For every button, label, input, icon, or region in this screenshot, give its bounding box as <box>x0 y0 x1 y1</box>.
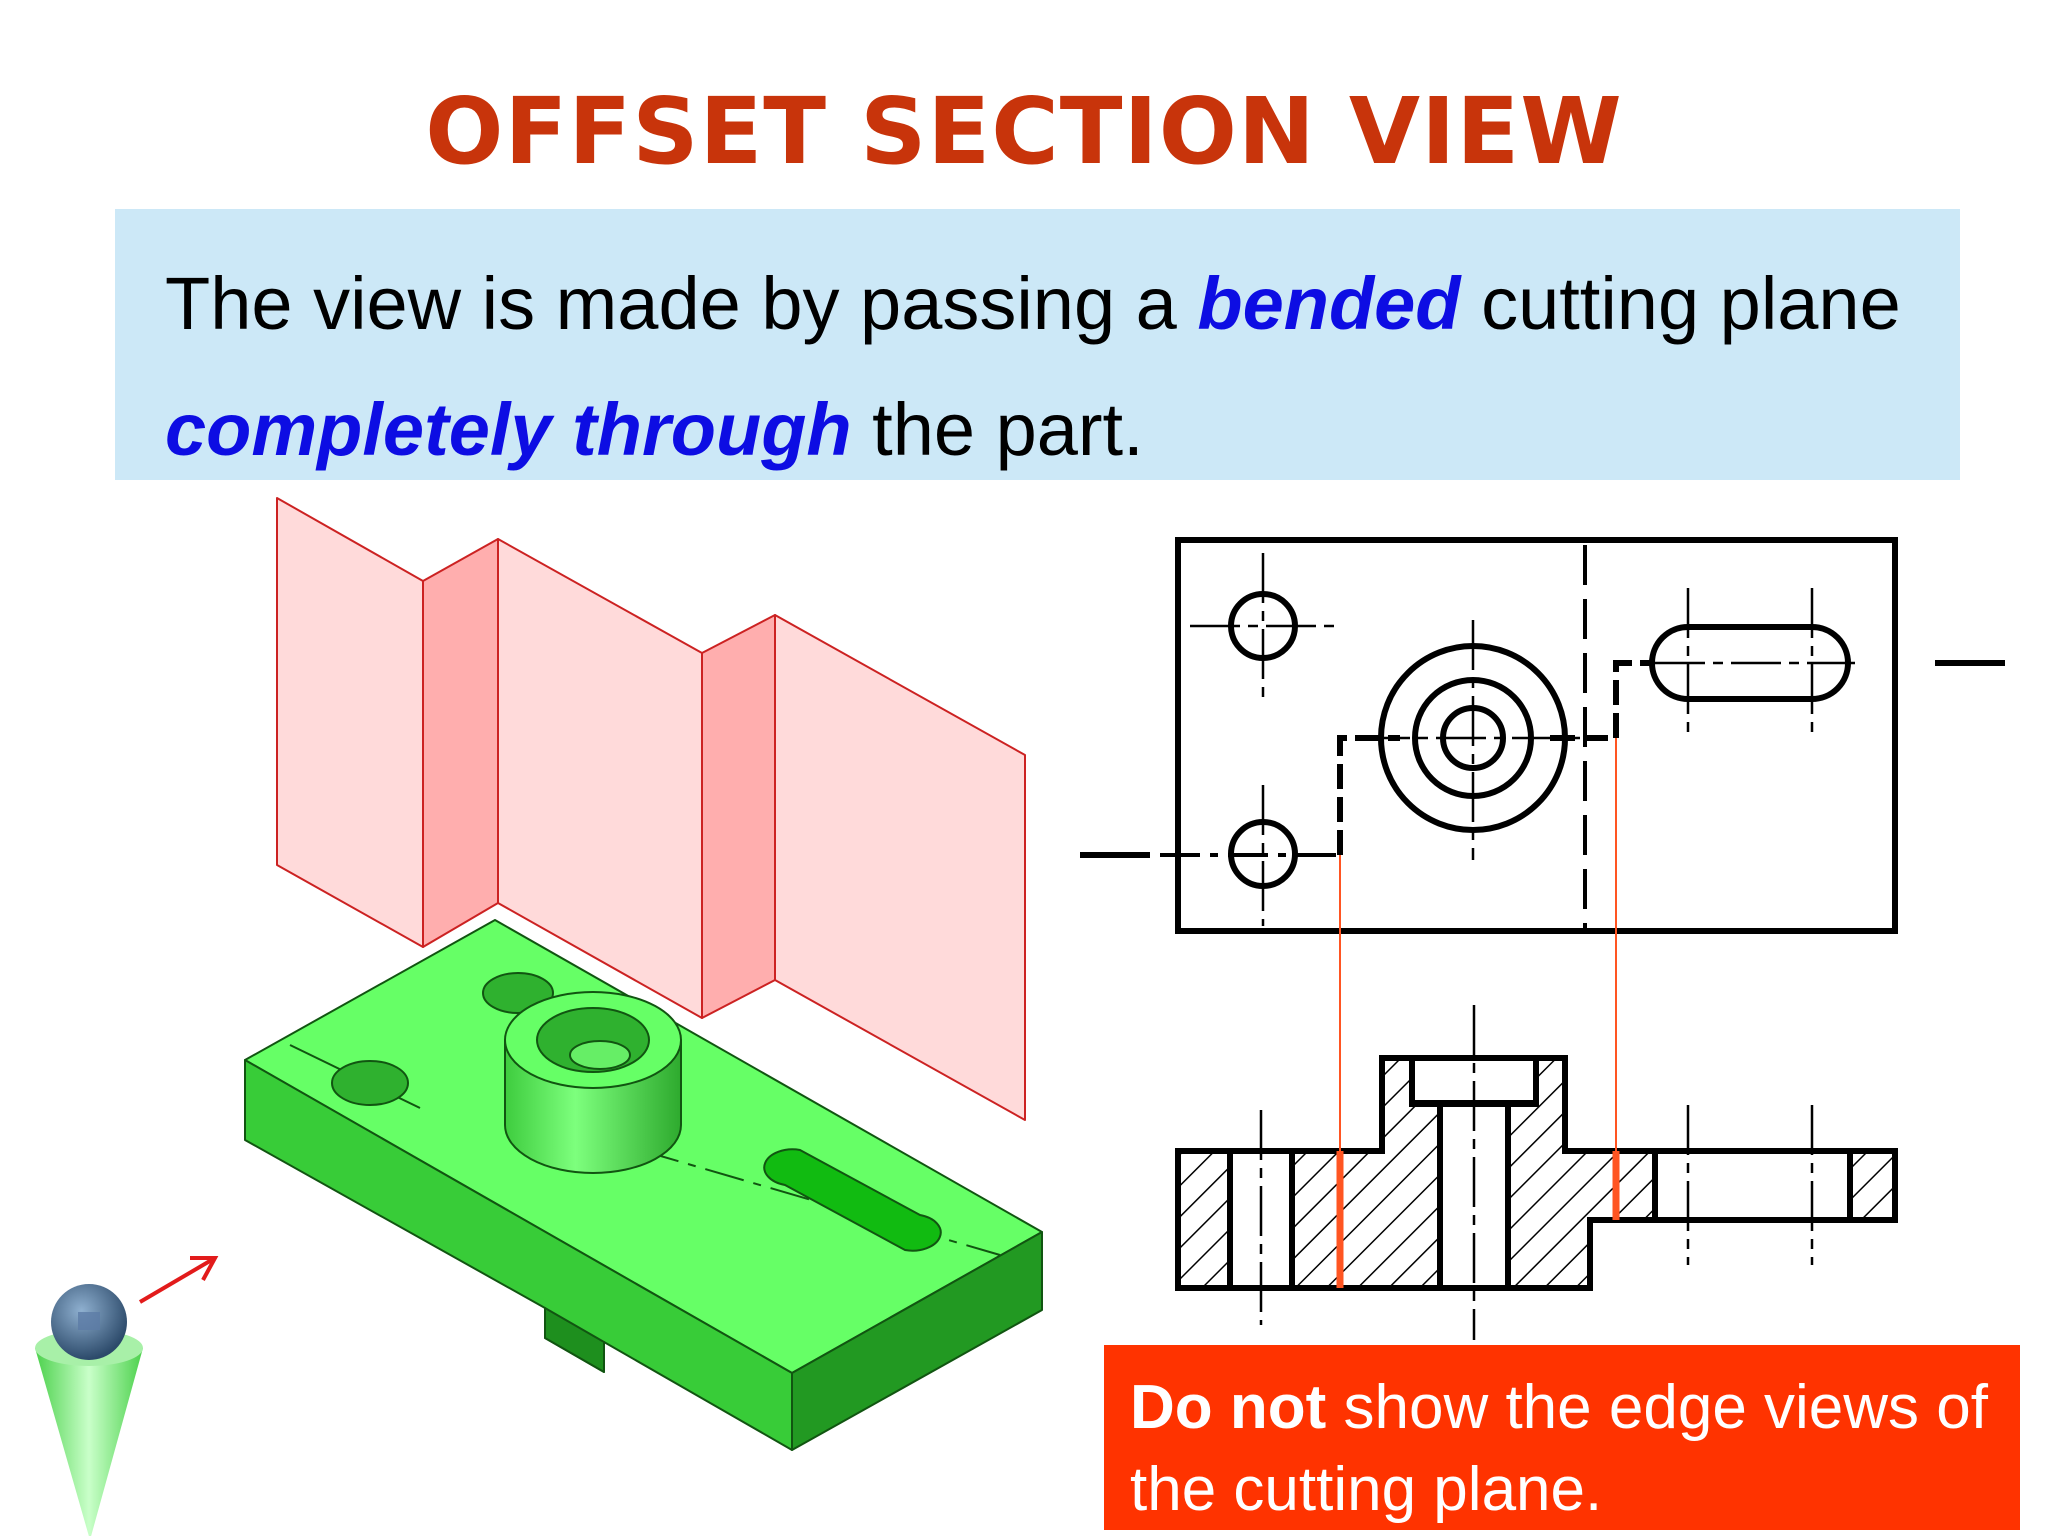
top-view-outline <box>1175 537 1898 934</box>
section-hatch-right <box>1847 1148 1898 1223</box>
definition-box: The view is made by passing a bended cut… <box>115 209 1960 480</box>
pictorial-part <box>244 919 1043 1451</box>
section-view <box>1175 1005 1898 1340</box>
part-side-face <box>791 1231 1043 1451</box>
section-slot <box>1652 1148 1853 1223</box>
warning-note: Do not show the edge views of the cuttin… <box>1104 1345 2020 1530</box>
slot-pictorial <box>763 1148 942 1252</box>
definition-emphasis-bended: bended <box>1197 262 1461 345</box>
definition-text-3: the part. <box>851 388 1144 471</box>
plane-panel-1 <box>276 497 424 948</box>
top-view <box>1080 537 2005 934</box>
plane-panel-2 <box>422 538 499 948</box>
projection-lines <box>1336 738 1620 1288</box>
hole-left <box>331 1060 409 1106</box>
page-title: OFFSET SECTION VIEW <box>425 78 1623 185</box>
definition-text-2: cutting plane <box>1460 262 1901 345</box>
bended-cutting-plane <box>276 497 1026 1121</box>
viewer-icon <box>35 1284 143 1536</box>
plane-panel-4 <box>701 614 776 1019</box>
boss-inner-hole <box>569 1040 631 1070</box>
note-bold-text: Do not <box>1130 1373 1327 1442</box>
note-text: show the edge views of the cutting plane… <box>1130 1373 1988 1524</box>
definition-emphasis-completely-through: completely through <box>165 388 852 471</box>
view-direction-arrow-icon <box>138 1256 219 1304</box>
plane-panel-5 <box>774 614 1026 1121</box>
definition-text-1: The view is made by passing a <box>165 262 1198 345</box>
cutting-plane-line <box>1080 660 2005 858</box>
part-notch-face <box>544 1307 605 1373</box>
